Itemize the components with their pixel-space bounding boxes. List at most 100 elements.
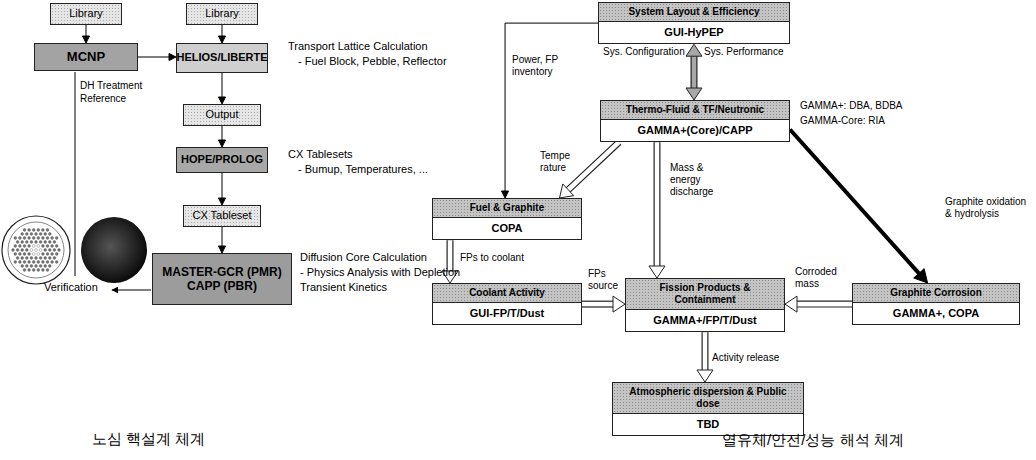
fuel-hole [48, 233, 51, 236]
fuel-hole [30, 233, 33, 236]
connector-arrow [83, 25, 90, 43]
arrow-head [219, 140, 226, 147]
box-heading: Graphite Corrosion [853, 284, 1019, 303]
module-box: Graphite CorrosionGAMMA+, COPA [852, 283, 1020, 325]
process-box: MCNP [34, 43, 138, 71]
fuel-hole [16, 249, 19, 252]
box-label: Output [205, 108, 238, 121]
process-box: HOPE/PROLOG [176, 147, 268, 173]
fuel-hole [51, 253, 54, 256]
fuel-hole [16, 241, 19, 244]
box-body: GAMMA+, COPA [853, 303, 1019, 324]
fuel-hole [35, 249, 38, 252]
fuel-hole [23, 269, 26, 272]
process-box: Library [50, 3, 122, 25]
fuel-hole [28, 261, 31, 264]
box-label: Library [205, 7, 239, 20]
box-heading: Coolant Activity [433, 284, 581, 303]
fuel-hole [46, 261, 49, 264]
module-box: Fission Products & ContainmentGAMMA+/FP/… [625, 278, 785, 332]
verification-arrow [112, 290, 151, 291]
fuel-hole [46, 245, 49, 248]
connector-shaft-fill [655, 142, 660, 267]
fuel-hole [37, 269, 40, 272]
arrow-head [219, 36, 226, 43]
fuel-hole [53, 257, 56, 260]
connector-shaft [86, 25, 87, 37]
connector-shaft [222, 126, 223, 141]
fuel-hole [39, 265, 42, 268]
box-heading: System Layout & Efficiency [599, 3, 789, 22]
connector-arrow [649, 142, 665, 278]
fuel-hole [23, 253, 26, 256]
box-heading: Atmospheric dispersion & Public dose [613, 383, 803, 414]
connector-shaft [505, 23, 598, 192]
annotation-text: - Fuel Block, Pebble, Reflector [298, 55, 447, 69]
fuel-hole [14, 237, 17, 240]
fuel-hole [48, 257, 51, 260]
connector-shaft [568, 142, 619, 190]
fuel-hole [35, 257, 38, 260]
fuel-hole [19, 237, 22, 240]
module-box: Coolant ActivityGUI-FP/T/Dust [432, 283, 582, 325]
box-label: MCNP [67, 49, 105, 65]
process-box: Output [183, 104, 261, 126]
fuel-hole [37, 237, 40, 240]
arrow-head [219, 198, 226, 205]
annotation-text: Sys. Configuration [603, 46, 685, 59]
connector-shaft [702, 332, 709, 371]
fuel-hole [25, 265, 28, 268]
annotation-text: Transport Lattice Calculation [288, 40, 428, 54]
fuel-hole [55, 253, 58, 256]
fuel-hole [25, 257, 28, 260]
edge-label: FPs to coolant [460, 252, 550, 264]
fuel-hole [14, 253, 17, 256]
fuel-hole [21, 233, 24, 236]
fuel-hole [30, 265, 33, 268]
arrow-head [560, 184, 574, 198]
connector-arrow [790, 130, 928, 283]
fuel-hole [23, 237, 26, 240]
connector-shaft-fill [582, 302, 614, 307]
fuel-hole [51, 245, 54, 248]
fuel-hole [42, 261, 45, 264]
fuel-hole [14, 261, 17, 264]
connector-shaft [654, 142, 661, 267]
fuel-hole [19, 261, 22, 264]
caption-text: 열유체/안전/성능 해석 체계 [722, 431, 904, 450]
fuel-hole [12, 249, 15, 252]
box-body: GAMMA+/FP/T/Dust [626, 310, 784, 331]
edge-label: Graphite oxidation & hydrolysis [945, 196, 1030, 220]
box-body: GAMMA+(Core)/CAPP [601, 120, 789, 141]
fuel-hole [39, 249, 42, 252]
annotation-text: GAMMA-Core: RIA [800, 115, 885, 128]
fuel-hole [46, 253, 49, 256]
fuel-hole [28, 269, 31, 272]
connector-shaft [790, 130, 920, 275]
edge-label: Mass & energy discharge [670, 162, 728, 198]
fuel-hole [44, 265, 47, 268]
annotation-text: DH Treatment Reference [80, 80, 152, 105]
fuel-hole [42, 237, 45, 240]
fuel-hole [32, 229, 35, 232]
fuel-hole [51, 261, 54, 264]
fuel-hole [23, 245, 26, 248]
fuel-hole [21, 249, 24, 252]
connector-shaft [138, 57, 170, 58]
process-box: CX Tableset [183, 205, 261, 227]
box-label: HELIOS/LIBERTE [176, 51, 267, 64]
arrow-head [83, 36, 90, 43]
fuel-hole [21, 241, 24, 244]
annotation-text: Diffusion Core Calculation [300, 251, 427, 265]
edge-label: Corroded mass [795, 266, 847, 290]
fuel-hole [42, 253, 45, 256]
arrow-head [649, 266, 665, 278]
annotation-text: Transient Kinetics [300, 281, 387, 295]
reference-line [75, 72, 76, 276]
box-label: HOPE/PROLOG [181, 153, 263, 166]
fuel-hole [44, 233, 47, 236]
fuel-hole [21, 257, 24, 260]
fuel-hole [30, 249, 33, 252]
fuel-hole [42, 229, 45, 232]
fuel-hole [37, 229, 40, 232]
